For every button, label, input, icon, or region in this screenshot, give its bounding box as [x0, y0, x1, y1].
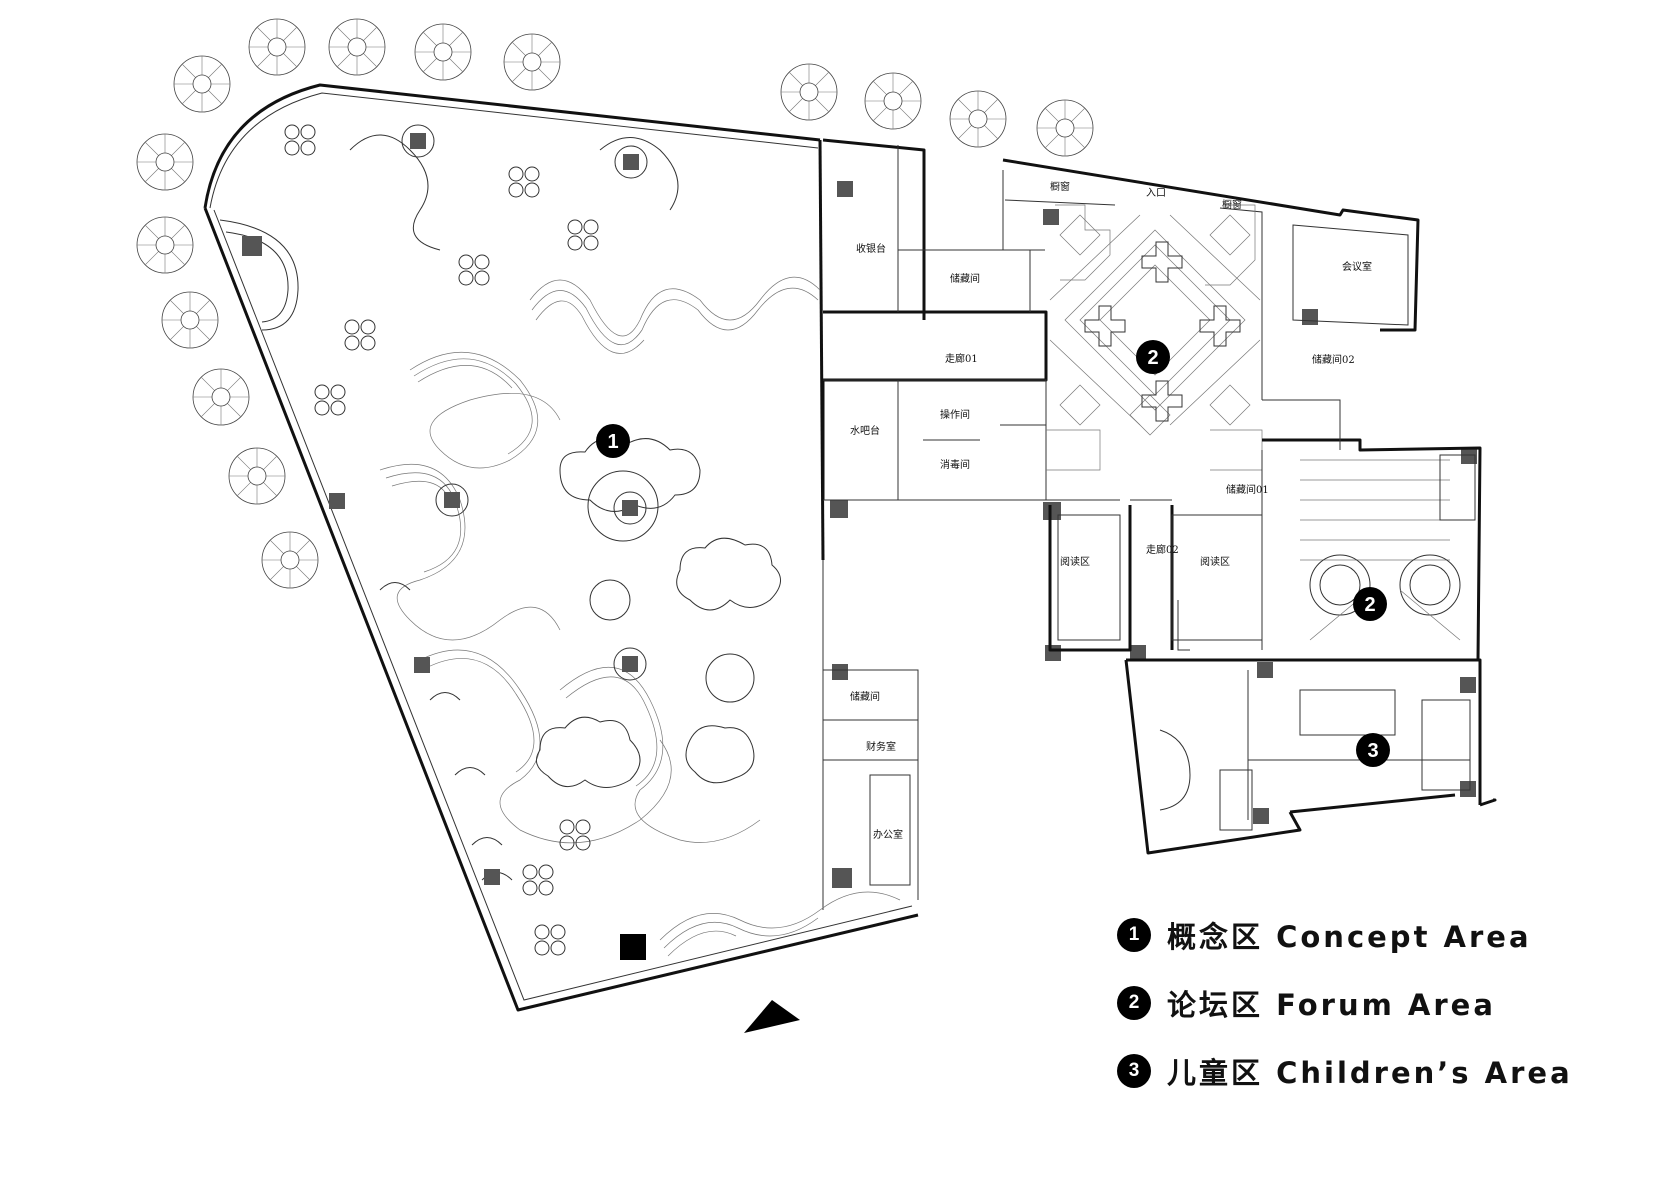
trees — [136, 18, 1094, 589]
legend-label: 概念区 Concept Area — [1167, 920, 1532, 954]
room-label-water-bar: 水吧台 — [850, 424, 880, 437]
reading-areas — [1048, 499, 1263, 652]
room-label-corridor01: 走廊01 — [945, 352, 978, 365]
area-marker-forum-lower: 2 — [1353, 587, 1387, 621]
room-label-disinfection-room: 消毒间 — [940, 458, 970, 471]
legend-number: 2 — [1117, 986, 1151, 1020]
legend-label: 儿童区 Children’s Area — [1167, 1056, 1573, 1090]
forum-hall — [1261, 399, 1482, 662]
legend: 1 概念区 Concept Area 2 论坛区 Forum Area 3 儿童… — [1117, 918, 1573, 1122]
concept-area-walls — [203, 83, 919, 1012]
room-label-storage-top: 储藏间 — [950, 272, 980, 285]
area-marker-children: 3 — [1356, 733, 1390, 767]
room-label-corridor02: 走廊02 — [1146, 543, 1179, 556]
legend-item-concept: 1 概念区 Concept Area — [1117, 918, 1573, 954]
forum-area-walls — [1002, 158, 1420, 501]
legend-item-forum: 2 论坛区 Forum Area — [1117, 986, 1573, 1022]
room-label-cashier: 收银台 — [856, 242, 886, 255]
concept-area-tables — [284, 124, 679, 956]
room-label-storage-lower: 储藏间 — [850, 690, 880, 703]
room-label-storage01: 储藏间01 — [1226, 483, 1269, 496]
svg-text:3: 3 — [1367, 740, 1378, 762]
room-label-finance-room: 财务室 — [866, 740, 896, 753]
area-marker-forum-upper: 2 — [1136, 340, 1170, 374]
svg-text:1: 1 — [607, 431, 618, 453]
room-label-entrance: 入口 — [1146, 188, 1166, 199]
cloud-platforms — [535, 438, 781, 788]
svg-text:2: 2 — [1147, 347, 1158, 369]
room-label-meeting-room: 会议室 — [1342, 260, 1372, 273]
room-labels: 收银台 储藏间 走廊01 水吧台 操作间 消毒间 橱窗 入口 橱窗 会议室 储藏… — [850, 180, 1372, 841]
room-label-window-left: 橱窗 — [1050, 180, 1070, 193]
area-marker-concept: 1 — [596, 424, 630, 458]
room-label-reading-left: 阅读区 — [1060, 555, 1090, 568]
legend-item-children: 3 儿童区 Children’s Area — [1117, 1054, 1573, 1090]
room-label-reading-right: 阅读区 — [1200, 555, 1230, 568]
legend-label: 论坛区 Forum Area — [1167, 988, 1496, 1022]
north-arrow-icon — [744, 1000, 800, 1033]
svg-text:2: 2 — [1364, 594, 1375, 616]
legend-number: 3 — [1117, 1054, 1151, 1088]
room-label-window-right: 橱窗 — [1222, 198, 1242, 211]
room-label-office: 办公室 — [873, 828, 903, 841]
childrens-area-walls — [1124, 658, 1497, 855]
room-label-storage02: 储藏间02 — [1312, 353, 1355, 366]
room-label-operation-room: 操作间 — [940, 408, 970, 421]
legend-number: 1 — [1117, 918, 1151, 952]
